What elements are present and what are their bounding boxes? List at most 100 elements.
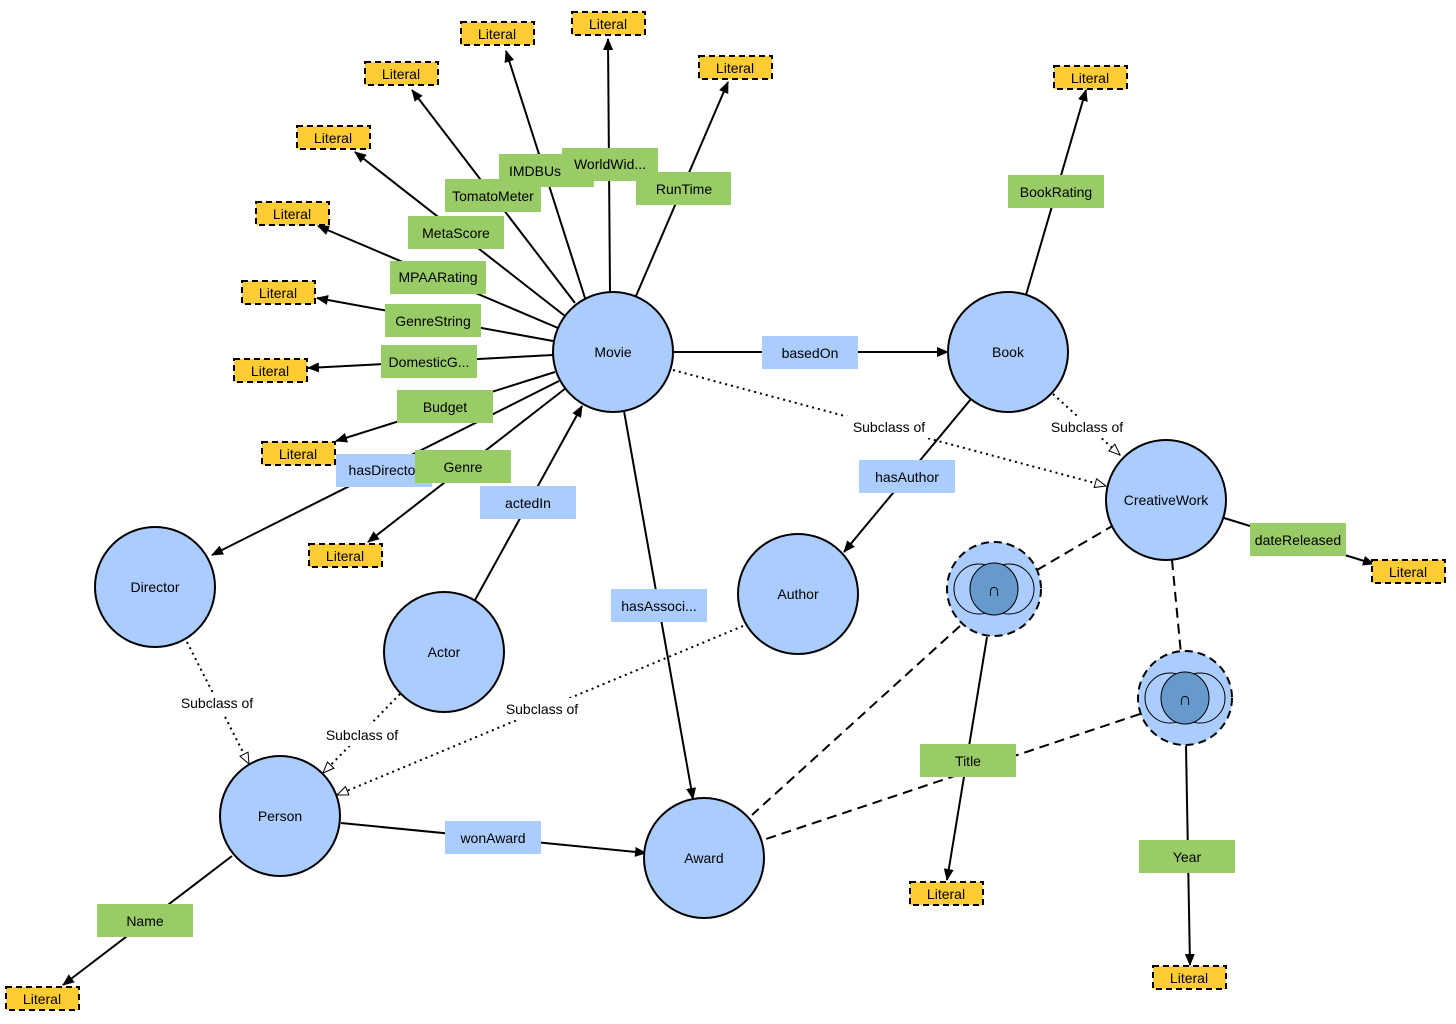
literal-node-tomatometer[interactable]: Literal bbox=[364, 61, 439, 86]
edge-int1-award bbox=[751, 625, 961, 816]
property-label: IMDBUs bbox=[509, 163, 561, 179]
property-label: Title bbox=[955, 753, 981, 769]
class-node-director[interactable]: Director bbox=[94, 526, 216, 648]
datatype-property-bookrating[interactable]: BookRating bbox=[1008, 175, 1104, 208]
literal-label: Literal bbox=[251, 363, 289, 379]
literal-node-budget[interactable]: Literal bbox=[261, 441, 336, 466]
intersection-icon[interactable]: ∩ bbox=[946, 541, 1042, 637]
property-label: WorldWid... bbox=[574, 156, 646, 172]
class-nodes: Movie Book CreativeWork Director Actor A… bbox=[94, 291, 1227, 919]
property-label: Year bbox=[1173, 849, 1202, 865]
literal-label: Literal bbox=[1389, 564, 1427, 580]
literal-label: Literal bbox=[326, 548, 364, 564]
intersection-icon[interactable]: ∩ bbox=[1137, 650, 1233, 746]
edge-subclass-movie bbox=[672, 369, 1106, 486]
class-node-actor[interactable]: Actor bbox=[383, 591, 505, 713]
datatype-property-year[interactable]: Year bbox=[1139, 840, 1235, 873]
object-property-hasauthor[interactable]: hasAuthor bbox=[859, 460, 955, 493]
datatype-property-labels: IMDBUs WorldWid... TomatoMeter RunTime M… bbox=[381, 148, 731, 423]
property-label: hasAuthor bbox=[875, 469, 939, 485]
class-label: Author bbox=[777, 586, 819, 602]
class-label: Person bbox=[258, 808, 302, 824]
property-label: hasAssoci... bbox=[621, 598, 696, 614]
class-node-person[interactable]: Person bbox=[219, 755, 341, 877]
object-property-basedon[interactable]: basedOn bbox=[762, 336, 858, 369]
object-property-hasassociated[interactable]: hasAssoci... bbox=[611, 589, 707, 622]
property-label: wonAward bbox=[459, 830, 525, 846]
class-label: CreativeWork bbox=[1124, 492, 1210, 508]
datatype-property-genre[interactable]: Genre bbox=[415, 450, 511, 483]
class-label: Award bbox=[684, 850, 723, 866]
literal-label: Literal bbox=[478, 26, 516, 42]
subclass-label-director[interactable]: Subclass of bbox=[174, 692, 260, 714]
literal-label: Literal bbox=[589, 16, 627, 32]
subclass-text: Subclass of bbox=[506, 701, 578, 717]
literal-node-title[interactable]: Literal bbox=[909, 881, 984, 906]
class-node-award[interactable]: Award bbox=[643, 797, 765, 919]
subclass-text: Subclass of bbox=[181, 695, 253, 711]
literal-label: Literal bbox=[23, 991, 61, 1007]
literal-node-domesticgross[interactable]: Literal bbox=[233, 358, 308, 383]
literal-label: Literal bbox=[716, 60, 754, 76]
literal-node-bookrating[interactable]: Literal bbox=[1053, 65, 1128, 90]
datatype-property-domesticgross[interactable]: DomesticG... bbox=[381, 345, 477, 378]
subclass-label-movie[interactable]: Subclass of bbox=[846, 416, 932, 438]
intersection-symbol: ∩ bbox=[1179, 689, 1192, 709]
literal-label: Literal bbox=[259, 285, 297, 301]
literal-label: Literal bbox=[1170, 970, 1208, 986]
datatype-property-genrestring[interactable]: GenreString bbox=[385, 304, 481, 337]
literal-label: Literal bbox=[382, 66, 420, 82]
object-property-labels-2: basedOn actedIn hasAuthor hasAssoci... w… bbox=[445, 336, 955, 854]
datatype-property-tomatometer[interactable]: TomatoMeter bbox=[445, 179, 541, 212]
literal-node-mpaarating[interactable]: Literal bbox=[255, 201, 330, 226]
class-label: Actor bbox=[428, 644, 461, 660]
property-label: BookRating bbox=[1020, 184, 1092, 200]
property-label: basedOn bbox=[782, 345, 839, 361]
subclass-label-actor[interactable]: Subclass of bbox=[319, 724, 405, 746]
literal-node-worldwide[interactable]: Literal bbox=[571, 11, 646, 36]
subclass-text: Subclass of bbox=[326, 727, 398, 743]
property-label: hasDirecto bbox=[349, 462, 416, 478]
subclass-label-author[interactable]: Subclass of bbox=[499, 698, 585, 720]
subclass-labels: Subclass of Subclass of Subclass of Subc… bbox=[174, 416, 1130, 746]
datatype-property-datereleased[interactable]: dateReleased bbox=[1250, 523, 1346, 556]
literal-node-datereleased[interactable]: Literal bbox=[1371, 559, 1446, 584]
datatype-property-name[interactable]: Name bbox=[97, 904, 193, 937]
literal-node-year[interactable]: Literal bbox=[1152, 965, 1227, 990]
property-label: Name bbox=[126, 913, 164, 929]
subclass-label-book[interactable]: Subclass of bbox=[1044, 416, 1130, 438]
literal-label: Literal bbox=[314, 130, 352, 146]
datatype-property-runtime[interactable]: RunTime bbox=[636, 172, 731, 205]
object-property-wonaward[interactable]: wonAward bbox=[445, 821, 541, 854]
datatype-property-mpaarating[interactable]: MPAARating bbox=[390, 261, 486, 294]
datatype-property-metascore[interactable]: MetaScore bbox=[408, 216, 504, 249]
edge-subclass-director bbox=[186, 641, 250, 764]
literal-node-runtime[interactable]: Literal bbox=[698, 55, 773, 80]
class-node-creativework[interactable]: CreativeWork bbox=[1105, 439, 1227, 561]
property-label: TomatoMeter bbox=[452, 188, 534, 204]
literal-node-genre[interactable]: Literal bbox=[308, 543, 383, 568]
property-label: Budget bbox=[423, 399, 467, 415]
literal-node-name[interactable]: Literal bbox=[5, 986, 80, 1011]
property-label: MetaScore bbox=[422, 225, 490, 241]
class-label: Movie bbox=[594, 344, 632, 360]
property-label: dateReleased bbox=[1255, 532, 1341, 548]
class-label: Director bbox=[130, 579, 179, 595]
literal-node-genrestring[interactable]: Literal bbox=[241, 280, 316, 305]
literal-node-metascore[interactable]: Literal bbox=[296, 125, 371, 150]
literal-label: Literal bbox=[279, 446, 317, 462]
class-node-book[interactable]: Book bbox=[947, 291, 1069, 413]
datatype-property-title[interactable]: Title bbox=[920, 744, 1016, 777]
intersection-symbol: ∩ bbox=[988, 580, 1001, 600]
datatype-property-budget[interactable]: Budget bbox=[397, 390, 493, 423]
object-property-actedin[interactable]: actedIn bbox=[480, 486, 576, 519]
property-label: DomesticG... bbox=[389, 354, 470, 370]
class-node-movie[interactable]: Movie bbox=[552, 291, 674, 413]
datatype-property-worldwide[interactable]: WorldWid... bbox=[562, 148, 658, 181]
property-label: GenreString bbox=[395, 313, 470, 329]
intersection-nodes: ∩ ∩ bbox=[946, 541, 1233, 746]
literal-node-imdbus[interactable]: Literal bbox=[460, 21, 535, 46]
class-node-author[interactable]: Author bbox=[737, 533, 859, 655]
literal-label: Literal bbox=[927, 886, 965, 902]
